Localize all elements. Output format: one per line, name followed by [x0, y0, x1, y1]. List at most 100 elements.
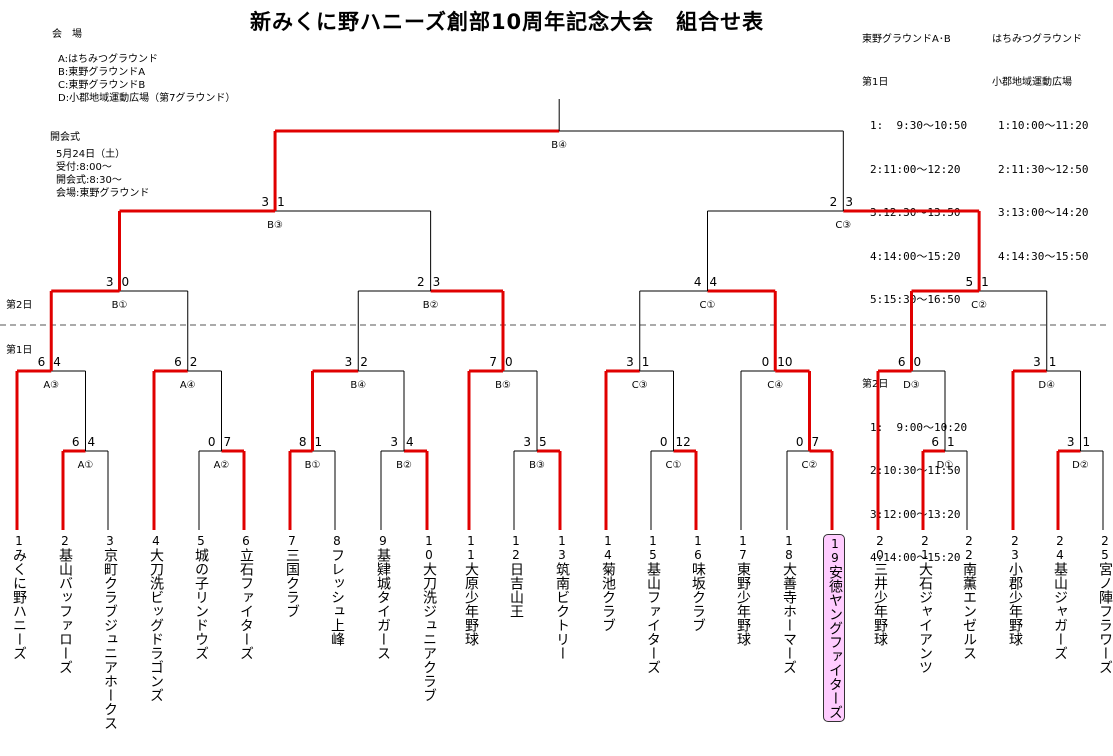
team-entry: 12日吉山王: [505, 534, 525, 618]
score-left: 0: [660, 435, 668, 449]
match-label: D②: [1072, 460, 1089, 471]
team-number: 5: [194, 534, 208, 548]
slot-r-1: 1:10:00～11:20: [998, 119, 1089, 132]
slot-d1-2: 2:11:00～12:20: [870, 162, 961, 176]
venue-c: C:東野グラウンドB: [58, 80, 146, 91]
score-left: 3: [523, 435, 531, 449]
score-right: 4: [710, 275, 718, 289]
team-entry: 17東野少年野球: [732, 534, 752, 646]
team-name: 菊池クラブ: [600, 562, 616, 632]
schedule-right-heading2: 小郡地域運動広場: [992, 77, 1072, 88]
match-label: B①: [305, 460, 321, 471]
score-left: 4: [694, 275, 702, 289]
team-number: 12: [509, 534, 523, 562]
score-left: 3: [106, 275, 114, 289]
team-entry: 11大原少年野球: [460, 534, 480, 646]
team-number: 13: [555, 534, 569, 562]
team-entry: 8フレッシュ上峰: [326, 534, 346, 646]
team-name: 日吉山王: [508, 562, 524, 618]
schedule-left-heading: 東野グラウンドA･B: [862, 34, 951, 45]
match-label: B④: [350, 380, 366, 391]
score-right: 3: [845, 195, 853, 209]
venue-b: B:東野グラウンドA: [58, 67, 146, 78]
match-label: B③: [267, 220, 283, 231]
score-left: 3: [261, 195, 269, 209]
match-label: B②: [396, 460, 412, 471]
team-entry: 7三国クラブ: [281, 534, 301, 618]
score-right: 4: [88, 435, 96, 449]
slot-r-2: 2:11:30～12:50: [998, 162, 1089, 176]
team-name: 基山ファイターズ: [645, 562, 661, 674]
team-entry: 9基肄城タイガース: [372, 534, 392, 660]
opening-time: 開会式:8:30～: [56, 175, 122, 186]
score-right: 12: [676, 435, 691, 449]
team-name: 大善寺ホーマーズ: [781, 562, 797, 674]
score-left: 6: [72, 435, 80, 449]
score-right: 1: [947, 435, 955, 449]
schedule-right-heading1: はちみつグラウンド: [992, 34, 1082, 45]
score-left: 3: [1067, 435, 1075, 449]
match-label: D①: [937, 460, 954, 471]
team-name: 小郡少年野球: [1007, 562, 1023, 646]
team-entry: 2基山バッファローズ: [54, 534, 74, 674]
team-entry: 1みくに野ハニーズ: [8, 534, 28, 660]
match-label: C③: [632, 380, 648, 391]
match-label: C②: [802, 460, 818, 471]
team-name: 基肄城タイガース: [375, 548, 391, 660]
opening-venue: 会場:東野グラウンド: [56, 188, 150, 199]
match-label: B③: [529, 460, 545, 471]
match-label: C①: [700, 300, 716, 311]
team-entry: 21大石ジャイアンツ: [914, 534, 934, 674]
score-left: 3: [1033, 355, 1041, 369]
team-number: 2: [58, 534, 72, 548]
score-left: 2: [417, 275, 425, 289]
team-name: 東野少年野球: [735, 562, 751, 646]
score-right: 1: [277, 195, 285, 209]
team-entry: 13筑南ビクトリー: [551, 534, 571, 660]
score-right: 1: [315, 435, 323, 449]
team-number: 10: [422, 534, 436, 562]
score-left: 7: [489, 355, 497, 369]
score-right: 1: [981, 275, 989, 289]
score-left: 5: [965, 275, 973, 289]
team-name: 基山ジャガーズ: [1052, 562, 1068, 660]
team-name: 大刀洗ビッグドラゴンズ: [148, 548, 164, 702]
team-entry: 14菊池クラブ: [597, 534, 617, 632]
team-entry: 15基山ファイターズ: [642, 534, 662, 674]
schedule-hachimitsu: はちみつグラウンド 小郡地域運動広場 1:10:00～11:20 2:11:30…: [992, 4, 1088, 279]
opening-reception: 受付:8:00～: [56, 162, 112, 173]
score-right: 10: [777, 355, 792, 369]
team-name: フレッシュ上峰: [329, 548, 345, 646]
opening-heading: 開会式: [50, 132, 80, 143]
team-entry: 22南薫エンゼルス: [958, 534, 978, 660]
team-entry: 19安徳ヤングファイターズ: [823, 534, 845, 722]
team-number: 1: [12, 534, 26, 548]
match-label: D③: [903, 380, 920, 391]
team-name: 大石ジャイアンツ: [917, 562, 933, 674]
slot-d1-4: 4:14:00～15:20: [870, 249, 961, 263]
slot-r-3: 3:13:00～14:20: [998, 206, 1089, 219]
score-right: 1: [1049, 355, 1057, 369]
team-number: 8: [330, 534, 344, 548]
score-left: 0: [796, 435, 804, 449]
team-number: 24: [1053, 534, 1067, 562]
score-left: 3: [626, 355, 634, 369]
team-entry: 6立石ファイターズ: [235, 534, 255, 660]
schedule-day2-label: 第2日: [862, 378, 889, 390]
day2-label: 第2日: [6, 300, 33, 311]
team-number: 9: [376, 534, 390, 548]
team-number: 25: [1098, 534, 1112, 562]
team-number: 17: [736, 534, 750, 562]
score-right: 4: [53, 355, 61, 369]
score-left: 2: [830, 195, 838, 209]
team-number: 3: [103, 534, 117, 548]
team-name: 大刀洗ジュニアクラブ: [421, 562, 437, 702]
team-entry: 4大刀洗ビッグドラゴンズ: [145, 534, 165, 702]
score-right: 2: [360, 355, 368, 369]
score-left: 6: [38, 355, 46, 369]
page-title: 新みくに野ハニーズ創部10周年記念大会 組合せ表: [250, 10, 765, 34]
match-label: C①: [666, 460, 682, 471]
team-entry: 20三井少年野球: [869, 534, 889, 646]
score-right: 4: [406, 435, 414, 449]
